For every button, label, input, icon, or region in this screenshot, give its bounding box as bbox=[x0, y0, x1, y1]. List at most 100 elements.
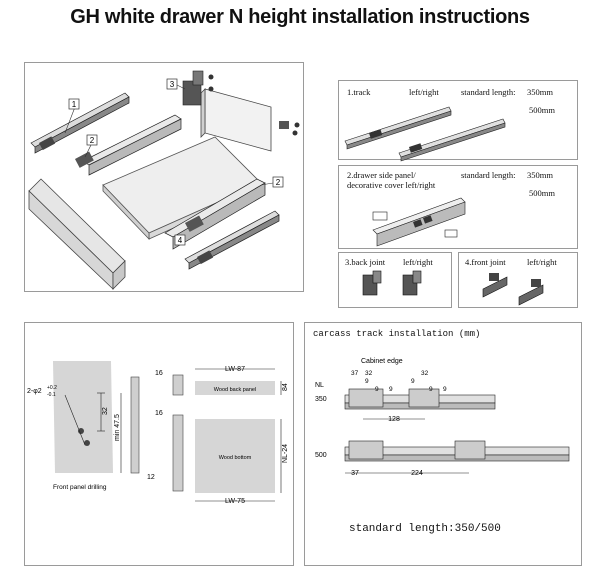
cabinet-edge-label: Cabinet edge bbox=[361, 358, 403, 365]
dim-224: 224 bbox=[365, 470, 469, 477]
dim-lw75-line: LW-75 bbox=[195, 498, 275, 505]
wood-bottom: Wood bottom bbox=[195, 419, 275, 493]
carcass-panel: carcass track installation (mm) Cabinet … bbox=[304, 322, 582, 566]
track-rail-right bbox=[398, 118, 506, 162]
svg-text:LW-75: LW-75 bbox=[225, 498, 245, 505]
svg-text:4: 4 bbox=[178, 236, 183, 245]
track-side: left/right bbox=[409, 87, 439, 97]
svg-text:2: 2 bbox=[90, 136, 95, 145]
back-joint-part bbox=[182, 70, 214, 106]
right-side-panel bbox=[164, 178, 266, 250]
svg-text:9: 9 bbox=[411, 378, 415, 385]
nl-350: 350 bbox=[315, 396, 327, 403]
svg-text:37: 37 bbox=[351, 370, 359, 377]
svg-text:Wood bottom: Wood bottom bbox=[219, 455, 252, 461]
back-joint-right bbox=[402, 270, 422, 296]
nl-500: 500 bbox=[315, 452, 327, 459]
track-panel: 1.track left/right standard length: 350m… bbox=[338, 80, 578, 162]
svg-text:2: 2 bbox=[276, 178, 281, 187]
svg-text:9: 9 bbox=[389, 386, 393, 393]
svg-text:NL-24: NL-24 bbox=[282, 444, 289, 463]
dim-12: 12 bbox=[147, 474, 155, 481]
front-joint-drawing bbox=[482, 273, 544, 306]
left-track bbox=[30, 92, 130, 154]
callout-3: 3 bbox=[166, 78, 186, 90]
back-joint-drawing bbox=[362, 270, 422, 296]
exploded-view-panel: 1 2 3 2 4 bbox=[24, 62, 304, 292]
wood-back-panel: Wood back panel bbox=[195, 381, 275, 395]
callout-4: 4 bbox=[174, 234, 186, 246]
front-panel-section bbox=[53, 361, 113, 473]
hole-tol-lower: -0.1 bbox=[47, 392, 56, 398]
svg-text:LW-87: LW-87 bbox=[225, 366, 245, 373]
track-350 bbox=[344, 388, 496, 410]
svg-text:128: 128 bbox=[388, 416, 400, 423]
front-joint-side: left/right bbox=[527, 257, 557, 267]
dim-lw87-line: LW-87 bbox=[195, 366, 275, 373]
left-side-panel bbox=[75, 114, 182, 176]
svg-text:Wood back panel: Wood back panel bbox=[214, 387, 256, 393]
track-rail-left bbox=[344, 106, 452, 150]
front-joint-left bbox=[482, 273, 508, 298]
svg-text:9: 9 bbox=[443, 386, 447, 393]
callout-2-right: 2 bbox=[260, 176, 284, 188]
front-joint-panel: 4.front joint left/right bbox=[458, 252, 578, 308]
screws-right bbox=[279, 121, 300, 136]
carcass-title: carcass track installation (mm) bbox=[313, 329, 481, 339]
track-drawing bbox=[344, 106, 506, 162]
hole-tol-upper: +0.2 bbox=[47, 385, 57, 391]
dim-84-line: 84 bbox=[280, 381, 289, 395]
carcass-drawing: Cabinet edge NL 350 500 37 32 9 9 32 9 9… bbox=[315, 358, 570, 477]
back-joint-label: 3.back joint bbox=[345, 257, 386, 267]
back-joint-side: left/right bbox=[403, 257, 433, 267]
svg-text:9: 9 bbox=[375, 386, 379, 393]
dim-128: 128 bbox=[363, 416, 425, 423]
svg-text:min 47.5: min 47.5 bbox=[114, 414, 121, 441]
svg-text:3: 3 bbox=[170, 80, 175, 89]
dim-32-line: 32 bbox=[97, 392, 109, 432]
svg-text:84: 84 bbox=[282, 383, 289, 391]
front-joint-label: 4.front joint bbox=[465, 257, 506, 267]
exploded-view-drawing: 1 2 3 2 4 bbox=[28, 70, 300, 290]
callout-2-left: 2 bbox=[84, 134, 98, 158]
top-dims: 37 32 9 9 32 bbox=[351, 370, 429, 385]
dim-nl24-line: NL-24 bbox=[280, 419, 289, 493]
svg-text:32: 32 bbox=[365, 370, 373, 377]
front-panel-caption: Front panel drilling bbox=[53, 484, 107, 491]
track-length-500: 500mm bbox=[529, 105, 555, 115]
dim-min-line: min 47.5 bbox=[114, 393, 122, 473]
standard-length-note: standard length:350/500 bbox=[349, 523, 501, 535]
front-panel bbox=[28, 178, 126, 290]
side-panel-cover bbox=[372, 211, 458, 238]
nl-label: NL bbox=[315, 382, 324, 389]
svg-text:9: 9 bbox=[429, 386, 433, 393]
front-joint-right bbox=[518, 279, 544, 306]
svg-text:37: 37 bbox=[351, 470, 359, 477]
back-joint-left bbox=[362, 270, 382, 296]
dim-16-bottom: 16 bbox=[155, 410, 163, 417]
hole-spec: 2-φ2 bbox=[27, 388, 42, 395]
side-panel-panel: 2.drawer side panel/ decorative cover le… bbox=[338, 165, 578, 249]
side-panel-label: 2.drawer side panel/ bbox=[347, 170, 416, 180]
track-label: 1.track bbox=[347, 87, 371, 97]
back-joint-panel: 3.back joint left/right bbox=[338, 252, 452, 308]
drilling-drawing: 32 min 47.5 2-φ2 +0.2 -0.1 12 Front pane… bbox=[27, 361, 289, 505]
side-panel-length-350: 350mm bbox=[527, 170, 553, 180]
side-panel-length-500: 500mm bbox=[529, 188, 555, 198]
hole-dims: 9 9 9 9 bbox=[375, 386, 447, 393]
page-title: GH white drawer N height installation in… bbox=[70, 6, 530, 28]
svg-text:224: 224 bbox=[411, 470, 423, 477]
back-panel bbox=[200, 88, 272, 152]
track-length-350: 350mm bbox=[527, 87, 553, 97]
callout-1: 1 bbox=[64, 98, 80, 134]
side-panel-drawing bbox=[372, 197, 466, 247]
side-panel-label-2: decorative cover left/right bbox=[347, 180, 436, 190]
side-panel-standard-length: standard length: bbox=[461, 170, 516, 180]
svg-text:1: 1 bbox=[72, 100, 77, 109]
svg-text:9: 9 bbox=[365, 378, 369, 385]
left-side-hatch bbox=[172, 374, 184, 492]
track-standard-length: standard length: bbox=[461, 87, 516, 97]
svg-text:32: 32 bbox=[102, 407, 109, 415]
right-track bbox=[184, 210, 280, 270]
dim-37: 37 bbox=[345, 470, 365, 477]
